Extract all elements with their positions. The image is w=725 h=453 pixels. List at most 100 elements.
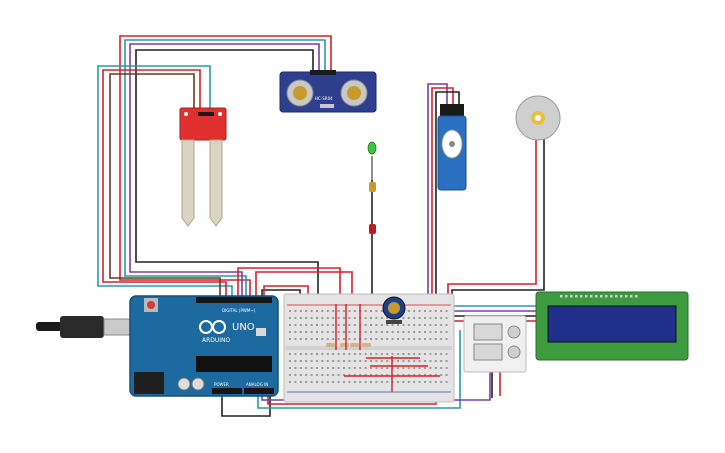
breadboard-hole [299,338,302,340]
breadboard-hole [326,331,329,333]
breadboard-hole [380,360,383,362]
lcd-pin [630,295,633,298]
breadboard-hole [310,381,313,383]
breadboard-hole [332,310,335,312]
breadboard-hole [424,374,426,376]
breadboard-hole [370,381,372,383]
breadboard-hole [407,331,410,333]
breadboard-hole [316,331,318,333]
breadboard-hole [359,367,362,369]
breadboard-hole [445,360,448,362]
breadboard-hole [418,353,421,355]
breadboard-hole [429,374,432,376]
wire-ultrasonic-teal [124,39,326,298]
breadboard-hole [294,317,297,319]
arduino-brand: ARDUINO [202,337,231,344]
breadboard-hole [407,367,410,369]
breadboard-hole [375,310,378,312]
breadboard-hole [337,317,340,319]
breadboard-hole [364,324,367,326]
breadboard-hole [440,331,443,333]
lcd-pin [590,295,593,298]
breadboard-hole [289,317,291,319]
breadboard-hole [359,374,362,376]
breadboard-hole [402,338,405,340]
breadboard-hole [348,331,351,333]
breadboard-hole [380,310,383,312]
breadboard-hole [413,374,416,376]
breadboard-hole [434,374,437,376]
breadboard-hole [407,374,410,376]
resistor-2 [340,343,349,347]
breadboard-hole [348,367,351,369]
breadboard-hole [364,331,367,333]
breadboard-hole [326,374,329,376]
breadboard-hole [299,374,302,376]
breadboard-hole [332,367,335,369]
breadboard-hole [321,374,324,376]
breadboard-hole [445,310,448,312]
breadboard-hole [321,338,324,340]
breadboard-hole [353,338,356,340]
breadboard-hole [397,324,399,326]
breadboard-hole [321,353,324,355]
breadboard-hole [364,317,367,319]
breadboard-hole [434,353,437,355]
breadboard-hole [343,374,345,376]
breadboard-hole [305,367,308,369]
breadboard-hole [353,331,356,333]
wire-soil-brown [109,73,221,298]
breadboard-hole [429,381,432,383]
breadboard-hole [310,367,313,369]
breadboard-hole [310,338,313,340]
arduino-digital-label: DIGITAL (PWM~) [222,308,256,313]
breadboard-hole [310,360,313,362]
breadboard-hole [424,324,426,326]
breadboard-hole [397,381,399,383]
breadboard-hole [316,353,318,355]
breadboard-hole [407,310,410,312]
breadboard-hole [380,374,383,376]
breadboard-hole [321,367,324,369]
breadboard-hole [370,324,372,326]
breadboard-hole [343,324,345,326]
breadboard-hole [418,324,421,326]
breadboard-hole [337,381,340,383]
green-led [367,141,377,155]
breadboard-hole [380,353,383,355]
breadboard-hole [418,317,421,319]
lcd-pin [610,295,613,298]
breadboard-hole [413,324,416,326]
breadboard-hole [289,324,291,326]
breadboard-hole [305,381,308,383]
breadboard-hole [289,353,291,355]
wire-ultrasonic-purple [129,43,320,298]
breadboard-hole [375,374,378,376]
breadboard-hole [326,324,329,326]
breadboard-hole [299,310,302,312]
resistors [326,343,371,347]
lcd-pin [600,295,603,298]
breadboard-hole [332,353,335,355]
breadboard-hole [429,317,432,319]
breadboard-hole [391,324,394,326]
ultrasonic-model: HC-SR04 [315,96,333,101]
breadboard-hole [434,317,437,319]
breadboard-hole [364,338,367,340]
breadboard-hole [440,374,443,376]
breadboard-hole [294,367,297,369]
breadboard-hole [429,331,432,333]
breadboard-hole [402,324,405,326]
breadboard-hole [413,331,416,333]
breadboard-hole [370,338,372,340]
resistor-1 [326,343,335,347]
ultrasonic-sensor: HC-SR04 [279,70,377,113]
breadboard-hole [424,338,426,340]
breadboard-hole [375,360,378,362]
lcd-pin [565,295,568,298]
breadboard-hole [348,310,351,312]
wire-bottom-black [221,382,271,417]
breadboard-hole [343,353,345,355]
breadboard-hole [434,381,437,383]
